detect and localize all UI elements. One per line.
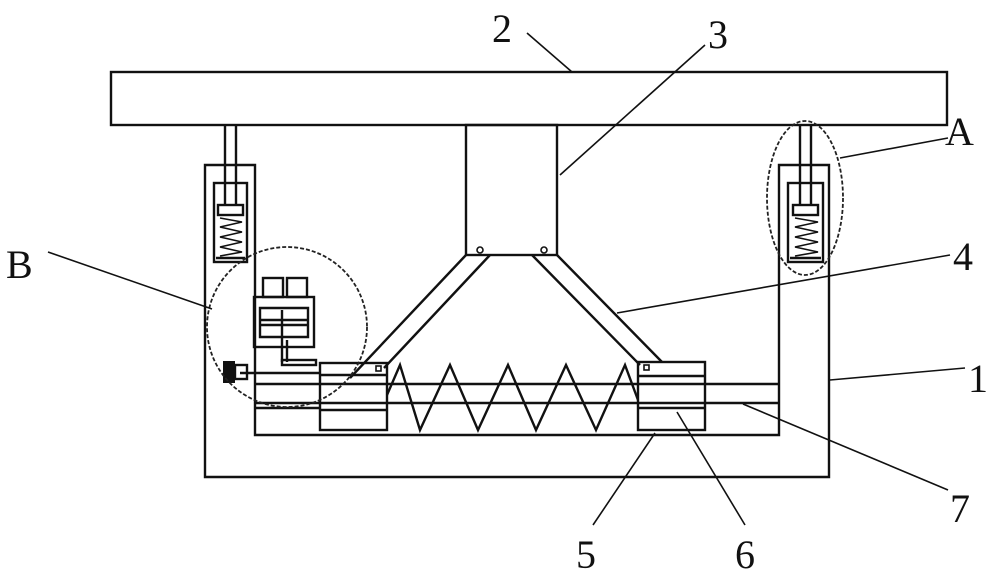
left-slider bbox=[318, 361, 389, 432]
left-damper bbox=[212, 125, 249, 264]
connecting-arms bbox=[349, 254, 663, 379]
locking-mechanism bbox=[223, 276, 318, 383]
label-7: 7 bbox=[950, 486, 970, 531]
right-slider bbox=[636, 360, 707, 432]
base-frame bbox=[203, 163, 831, 479]
spring bbox=[385, 361, 640, 434]
label-2: 2 bbox=[492, 6, 512, 51]
right-damper bbox=[786, 125, 825, 264]
top-plate bbox=[109, 70, 949, 127]
label-a: A bbox=[945, 109, 974, 154]
detail-marker-b bbox=[206, 246, 368, 408]
label-4: 4 bbox=[953, 234, 973, 279]
bolt-head bbox=[223, 361, 235, 383]
center-post bbox=[464, 123, 559, 257]
detail-marker-a bbox=[766, 120, 844, 276]
leader-lines bbox=[47, 32, 966, 526]
label-b: B bbox=[6, 242, 33, 287]
label-1: 1 bbox=[968, 356, 988, 401]
label-3: 3 bbox=[708, 12, 728, 57]
label-6: 6 bbox=[735, 532, 755, 577]
label-5: 5 bbox=[576, 532, 596, 577]
